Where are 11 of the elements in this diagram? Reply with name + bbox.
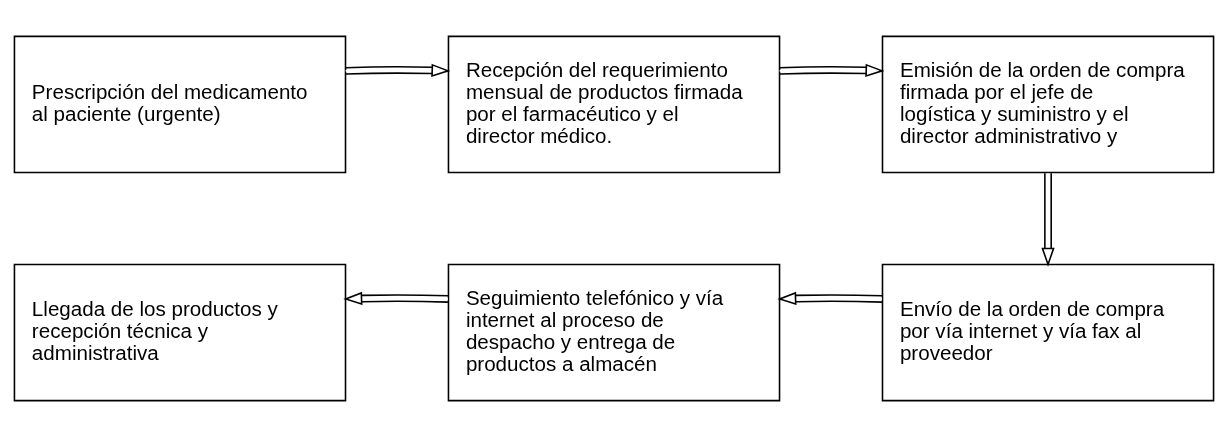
- node-box: Seguimiento telefónico y vía internet al proceso de despacho y entrega de productos a almacén: [447, 263, 781, 401]
- node-box: Llegada de los productos y recepción técnica y administrativa: [13, 263, 347, 401]
- node-box: Recepción del requerimiento mensual de productos firmada por el farmacéutico y el director médico.: [447, 35, 781, 173]
- arrow: [343, 291, 449, 305]
- node-box: Envío de la orden de compra por vía internet y vía fax al proveedor: [881, 263, 1215, 401]
- arrow: [778, 63, 885, 77]
- arrow: [1041, 171, 1055, 267]
- node-box: Prescripción del medicamento al paciente (urgente): [13, 35, 347, 173]
- arrow: [344, 63, 451, 77]
- arrow: [777, 291, 883, 305]
- node-box: Emisión de la orden de compra firmada por el jefe de logística y suministro y el director administrativo y: [881, 35, 1215, 173]
